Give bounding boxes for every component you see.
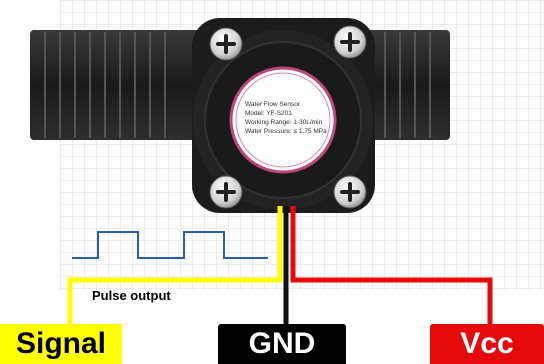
sensor-face <box>229 66 337 174</box>
pulse-output-label: Pulse output <box>92 288 171 303</box>
pulse-waveform <box>72 231 268 259</box>
screw-icon <box>209 175 243 209</box>
sensor-body <box>192 18 375 213</box>
sensor-text-pressure: Water Pressure: ≤ 1.75 MPa <box>245 128 327 135</box>
left-pipe-thread <box>30 30 205 140</box>
vcc-label-text: Vcc <box>460 327 514 360</box>
vcc-label: Vcc <box>430 324 544 364</box>
screw-icon <box>333 175 367 209</box>
vcc-wire <box>290 206 493 330</box>
signal-label-text: Signal <box>15 327 106 360</box>
signal-label: Signal <box>0 324 122 364</box>
gnd-label-text: GND <box>248 327 316 360</box>
screw-icon <box>209 27 243 61</box>
sensor-text-name: Water Flow Sensor <box>245 101 301 108</box>
gnd-label: GND <box>218 324 346 364</box>
sensor-text-model: Model: YF-S201 <box>245 110 292 117</box>
sensor-text-range: Working Range: 1-30L/min <box>245 119 323 126</box>
screw-icon <box>333 25 367 59</box>
signal-wire <box>67 206 283 330</box>
